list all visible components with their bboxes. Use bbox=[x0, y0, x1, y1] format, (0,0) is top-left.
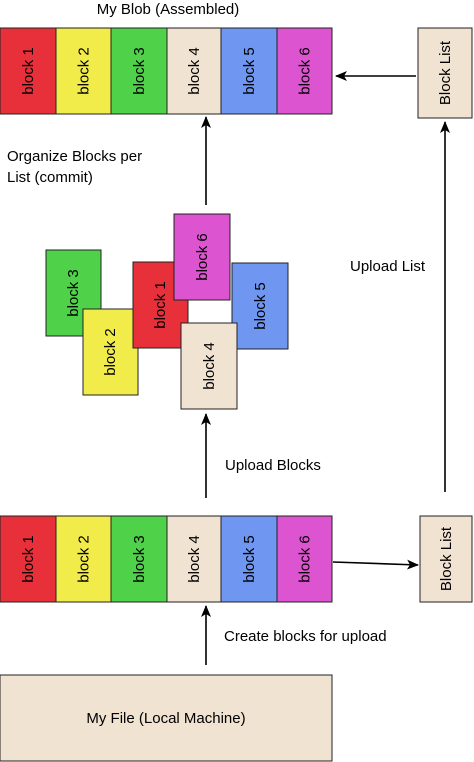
scattered-block-6: block 6 bbox=[173, 213, 231, 301]
block-rect bbox=[166, 27, 222, 115]
block-label: block 4 bbox=[186, 47, 203, 95]
local-block-2: block 2 bbox=[55, 515, 112, 603]
block-rect bbox=[55, 27, 112, 115]
assembled-block-4: block 4 bbox=[166, 27, 222, 115]
block-label: block 3 bbox=[131, 535, 148, 583]
block-label: block 5 bbox=[252, 282, 269, 330]
block-label: block 5 bbox=[241, 47, 258, 95]
local-block-4: block 4 bbox=[166, 515, 222, 603]
block-list-bottom: Block List bbox=[419, 515, 473, 603]
assembled-block-6: block 6 bbox=[276, 27, 333, 115]
upload-list-label: Upload List bbox=[350, 258, 426, 275]
block-rect bbox=[82, 308, 139, 396]
block-rect bbox=[166, 515, 222, 603]
block-label: block 2 bbox=[76, 535, 93, 583]
block-label: block 3 bbox=[131, 47, 148, 95]
block-rect bbox=[276, 27, 333, 115]
block-label: block 6 bbox=[297, 47, 314, 95]
block-label: block 3 bbox=[65, 269, 82, 317]
block-list-rect bbox=[419, 515, 473, 603]
block-list-label: Block List bbox=[437, 40, 454, 105]
block-label: block 2 bbox=[76, 47, 93, 95]
block-rect bbox=[55, 515, 112, 603]
assembled-block-2: block 2 bbox=[55, 27, 112, 115]
block-rect bbox=[0, 515, 57, 603]
organize-blocks-label-line2: List (commit) bbox=[7, 169, 93, 186]
block-rect bbox=[220, 27, 278, 115]
block-list-rect bbox=[417, 27, 473, 119]
organize-blocks-label-line1: Organize Blocks per bbox=[7, 148, 142, 165]
block-label: block 2 bbox=[102, 328, 119, 376]
block-rect bbox=[110, 515, 168, 603]
block-list-label: Block List bbox=[438, 526, 455, 591]
block-list-top: Block List bbox=[417, 27, 473, 119]
scattered-block-5: block 5 bbox=[231, 262, 289, 350]
block-rect bbox=[173, 213, 231, 301]
assembled-blob: block 1 block 2 block 3 block 4 block 5 … bbox=[0, 27, 333, 115]
block-rect bbox=[180, 322, 238, 410]
local-file: My File (Local Machine) bbox=[0, 674, 333, 762]
local-block-3: block 3 bbox=[110, 515, 168, 603]
block-rect bbox=[0, 27, 57, 115]
create-blocks-label: Create blocks for upload bbox=[224, 628, 387, 645]
local-blocks: block 1 block 2 block 3 block 4 block 5 … bbox=[0, 515, 333, 603]
block-rect bbox=[231, 262, 289, 350]
block-label: block 6 bbox=[297, 535, 314, 583]
uploaded-blocks-cluster: block 3 block 2 block 1 block 6 block 5 … bbox=[45, 213, 289, 410]
block-label: block 1 bbox=[20, 535, 37, 583]
block-label: block 4 bbox=[201, 342, 218, 390]
assembled-block-1: block 1 bbox=[0, 27, 57, 115]
block-rect bbox=[110, 27, 168, 115]
local-block-5: block 5 bbox=[220, 515, 278, 603]
assembled-block-3: block 3 bbox=[110, 27, 168, 115]
block-rect bbox=[220, 515, 278, 603]
block-label: block 5 bbox=[241, 535, 258, 583]
assembled-blob-title: My Blob (Assembled) bbox=[97, 1, 240, 18]
block-label: block 1 bbox=[152, 281, 169, 329]
block-label: block 6 bbox=[194, 233, 211, 281]
assembled-block-5: block 5 bbox=[220, 27, 278, 115]
block-rect bbox=[276, 515, 333, 603]
local-block-1: block 1 bbox=[0, 515, 57, 603]
local-file-rect bbox=[0, 674, 333, 762]
upload-blocks-label: Upload Blocks bbox=[225, 457, 321, 474]
scattered-block-2: block 2 bbox=[82, 308, 139, 396]
block-label: block 1 bbox=[20, 47, 37, 95]
scattered-block-4: block 4 bbox=[180, 322, 238, 410]
arrow-blocks-to-block-list bbox=[332, 559, 419, 570]
block-label: block 4 bbox=[186, 535, 203, 583]
local-file-label: My File (Local Machine) bbox=[86, 710, 245, 727]
local-block-6: block 6 bbox=[276, 515, 333, 603]
